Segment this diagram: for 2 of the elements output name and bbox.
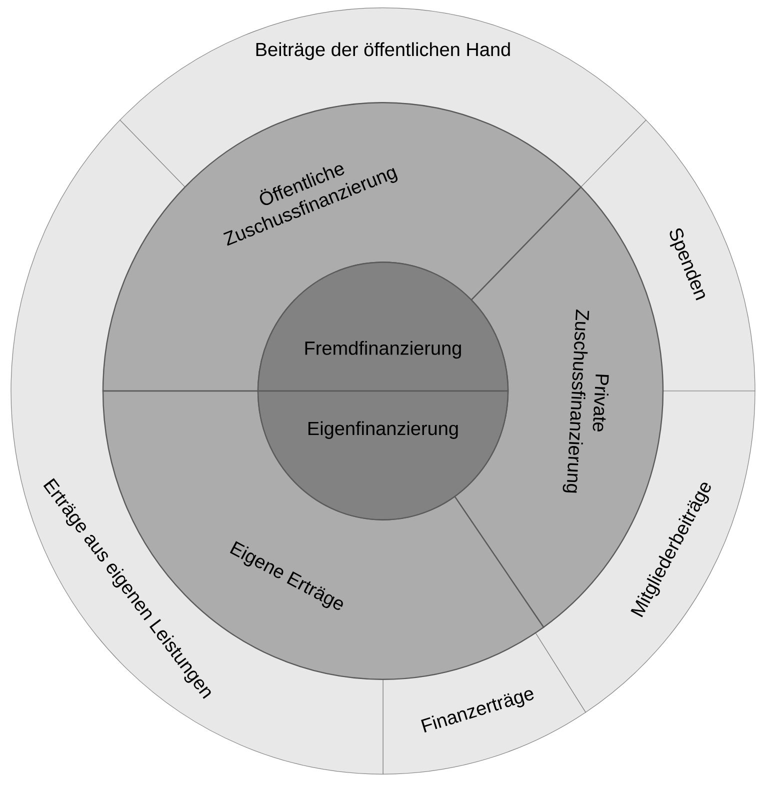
segment: Fremdfinanzierung <box>257 262 509 392</box>
segment: Eigenfinanzierung <box>257 390 509 520</box>
